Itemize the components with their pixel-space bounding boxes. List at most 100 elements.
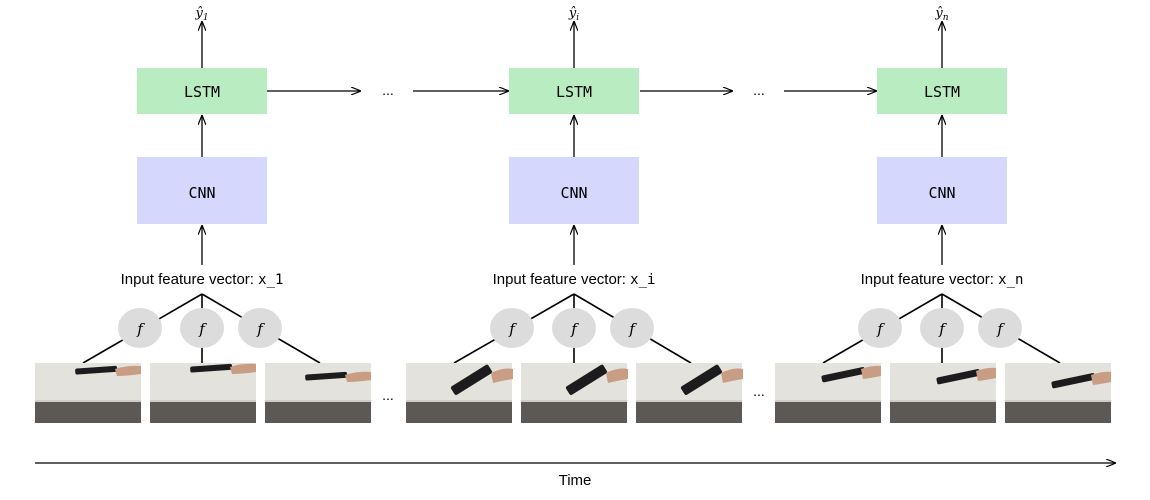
device (821, 367, 866, 383)
frame-baseboard (1005, 400, 1111, 402)
input-variable: x_i (630, 272, 655, 288)
feature-extractor-circle (920, 308, 964, 348)
video-frame (406, 363, 513, 423)
feature-extractor-label: f (508, 320, 517, 338)
lstm-label: LSTM (184, 83, 220, 101)
feature-extractor-circle (238, 308, 282, 348)
hand (345, 371, 371, 382)
ellipsis-frames-1: ... (382, 387, 394, 403)
device (680, 364, 723, 395)
feature-extractor-circle (118, 308, 162, 348)
video-frame (1005, 363, 1111, 423)
input-feature-label: Input feature vector: x_n (861, 271, 1024, 288)
device (565, 364, 608, 395)
feature-extractor-label: f (996, 320, 1005, 338)
input-feature-label: Input feature vector: x_1 (121, 271, 284, 288)
video-frame (775, 363, 881, 423)
lstm-label: LSTM (556, 83, 592, 101)
frame-table (636, 402, 742, 423)
hand (861, 365, 881, 379)
device (190, 363, 233, 373)
lstm-box (137, 68, 267, 114)
recurrent-connections: ...... (267, 82, 876, 98)
feature-extractor-circle (552, 308, 596, 348)
frame-table (1005, 402, 1111, 423)
frame-baseboard (150, 400, 256, 402)
cnn-box (877, 157, 1007, 224)
input-prefix: Input feature vector: (493, 271, 631, 288)
hand (721, 368, 743, 383)
input-variable: x_1 (258, 272, 283, 288)
device (450, 364, 493, 395)
video-frame (521, 363, 628, 423)
device (936, 369, 981, 385)
output-subscript: n (943, 13, 949, 23)
output-label: ŷi (568, 6, 579, 23)
ellipsis-top-1: ... (382, 82, 394, 98)
output-label: ŷn (934, 6, 948, 23)
lstm-box (509, 68, 639, 114)
ellipsis-top-2: ... (753, 82, 765, 98)
output-subscript: 1 (203, 13, 209, 23)
feature-extractor-circle (490, 308, 534, 348)
hand (976, 367, 996, 381)
hand (230, 363, 256, 374)
frame-table (265, 402, 371, 423)
input-variable: x_n (998, 272, 1023, 288)
time-axis: Time (35, 463, 1115, 489)
frame-table (521, 402, 627, 423)
frame-table (406, 402, 512, 423)
hand (491, 368, 513, 383)
video-frame (265, 363, 371, 423)
frame-wall (265, 363, 371, 401)
output-var: ŷ (934, 6, 943, 21)
video-frame (890, 363, 996, 423)
frame-baseboard (406, 400, 512, 402)
time-label: Time (559, 472, 592, 489)
frame-table (890, 402, 996, 423)
frame-baseboard (890, 400, 996, 402)
lstm-box (877, 68, 1007, 114)
output-label: ŷ1 (194, 6, 208, 23)
frame-table (775, 402, 881, 423)
feature-extractor-label: f (570, 320, 579, 338)
feature-extractor-label: f (136, 320, 145, 338)
feature-extractor-label: f (628, 320, 637, 338)
output-var: ŷ (568, 6, 577, 21)
hand (115, 365, 141, 376)
feature-extractor-label: f (876, 320, 885, 338)
device (1051, 373, 1096, 389)
feature-extractor-label: f (198, 320, 207, 338)
feature-extractor-label: f (256, 320, 265, 338)
video-frame (35, 363, 141, 423)
feature-extractor-label: f (938, 320, 947, 338)
video-frame (150, 363, 256, 423)
feature-extractor-circle (180, 308, 224, 348)
video-frame (636, 363, 743, 423)
lstm-label: LSTM (924, 83, 960, 101)
hand (606, 368, 628, 383)
cnn-box (137, 157, 267, 224)
frame-baseboard (35, 400, 141, 402)
frame-baseboard (265, 400, 371, 402)
frame-table (150, 402, 256, 423)
frame-baseboard (636, 400, 742, 402)
frame-baseboard (775, 400, 881, 402)
cnn-box (509, 157, 639, 224)
frame-table (35, 402, 141, 423)
input-feature-label: Input feature vector: x_i (493, 271, 656, 288)
device (305, 371, 348, 381)
cnn-label: CNN (188, 184, 215, 202)
cnn-label: CNN (928, 184, 955, 202)
ellipsis-frames-2: ... (753, 383, 765, 399)
frame-baseboard (521, 400, 627, 402)
cnn-label: CNN (560, 184, 587, 202)
output-subscript: i (576, 13, 579, 23)
hand (1091, 371, 1111, 385)
feature-extractor-circle (858, 308, 902, 348)
